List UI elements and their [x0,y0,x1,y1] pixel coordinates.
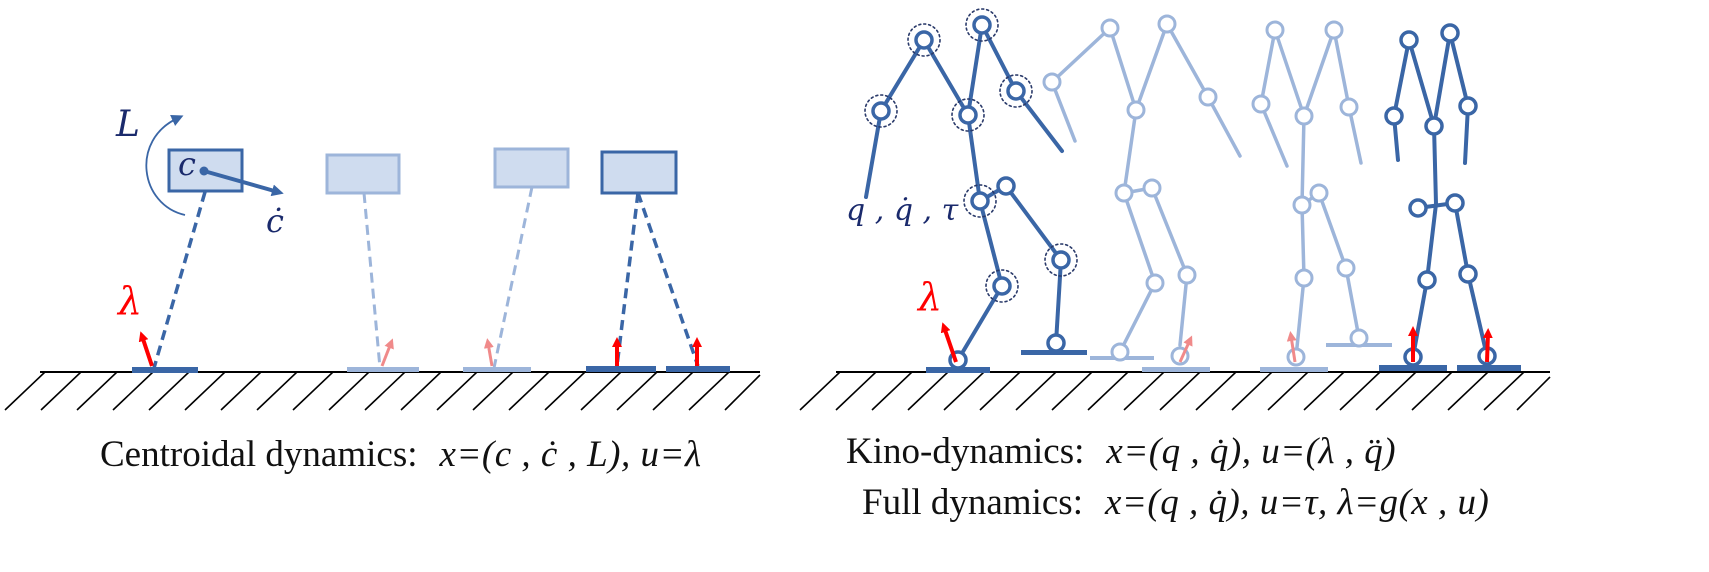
foot-pad [926,367,990,373]
foot-pad [1260,367,1328,372]
foot-pad [1142,367,1210,372]
leg [636,192,700,367]
leg [492,186,534,369]
leg [152,191,207,369]
robot-full-dynamics [864,8,1078,370]
foot-pad [347,367,419,372]
left-panel: L c ċ λ [4,104,761,411]
symbol-L: L [115,104,140,145]
foot-pad [463,367,531,372]
foot-pad [586,366,656,372]
contact-force-arrow [1178,335,1193,363]
robot-kino-frame [1251,20,1369,367]
right-panel: q , q̇ , τ λ [799,8,1551,411]
caption-centroidal-equation: x=(c , ċ , L), u=λ [439,434,702,475]
left-ground [4,371,761,411]
caption-kino-label: Kino-dynamics: [846,431,1085,472]
com-box [325,153,401,195]
symbol-lambda: λ [916,275,942,319]
caption-full-dynamics: Full dynamics: x=(q , q̇), u=τ, λ=g(x , u… [862,481,1489,524]
contact-force-arrow [1286,331,1297,363]
contact-force-arrow [380,338,394,367]
foot-pad [132,367,198,373]
foot-pad [1379,365,1447,371]
contact-force-arrow [1482,328,1493,363]
caption-kino-equation: x=(q , q̇), u=(λ , q̈) [1106,431,1397,472]
caption-kino-dynamics: Kino-dynamics: x=(q , q̇), u=(λ , q̈) [846,430,1396,473]
foot-pad [1457,365,1521,371]
symbol-lambda: λ [116,279,142,323]
symbol-c: c [178,145,196,183]
contact-force-arrow [138,331,154,367]
foot-pad [666,366,730,372]
angular-momentum-arc [145,115,186,216]
caption-centroidal-label: Centroidal dynamics: [100,434,418,475]
symbol-joint-state: q , q̇ , τ [846,193,959,228]
contact-force-arrow [940,322,958,363]
com-box [493,147,570,189]
right-ground [799,371,1551,411]
caption-full-equation: x=(q , q̇), u=τ, λ=g(x , u) [1104,482,1490,523]
caption-centroidal: Centroidal dynamics: x=(c , ċ , L), u=λ [100,433,701,476]
caption-full-label: Full dynamics: [862,482,1083,523]
leg [615,192,640,367]
leg [362,192,382,369]
com-box [600,150,678,195]
robot-kino-frame [1042,14,1242,366]
robot-kino-frame [1384,23,1497,367]
com-velocity-arrow [203,169,284,197]
contact-force-arrow [483,338,494,367]
symbol-c-dot: ċ [266,202,284,240]
